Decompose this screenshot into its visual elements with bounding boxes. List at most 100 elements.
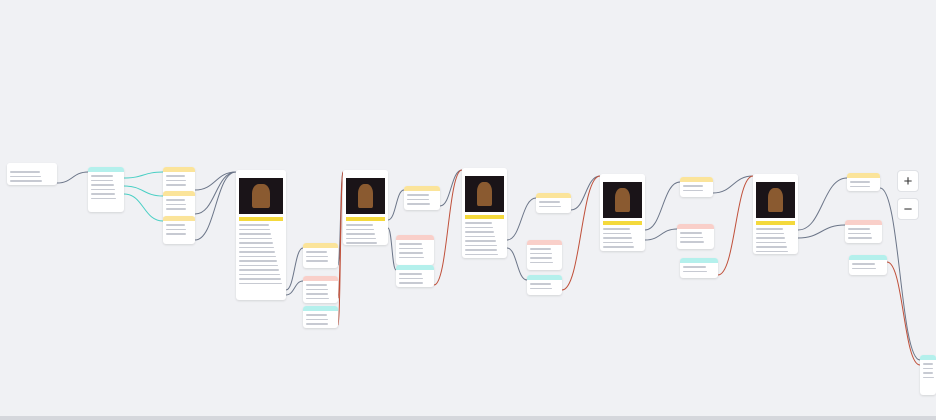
node-text-line xyxy=(399,252,424,254)
node-text-line xyxy=(239,273,280,275)
condition-node[interactable] xyxy=(680,177,713,197)
menu-node[interactable] xyxy=(849,255,887,275)
node-text-line xyxy=(166,228,186,230)
node-text-line xyxy=(239,260,277,262)
node-text-line xyxy=(91,193,116,195)
message-card[interactable] xyxy=(462,168,507,258)
node-header xyxy=(303,306,338,311)
menu-node[interactable] xyxy=(88,167,124,212)
node-text-line xyxy=(465,222,492,224)
connection-line xyxy=(561,175,601,291)
node-text-line xyxy=(306,255,328,257)
node-text-line xyxy=(683,270,707,272)
node-text-line xyxy=(756,250,788,252)
condition-node[interactable] xyxy=(163,191,195,219)
node-text-line xyxy=(346,224,373,226)
node-text-line xyxy=(10,180,42,182)
menu-node[interactable] xyxy=(303,306,338,328)
menu-node[interactable] xyxy=(396,265,434,287)
zoom-in-button[interactable]: + xyxy=(897,170,919,192)
connection-line xyxy=(285,280,304,296)
node-header xyxy=(849,255,887,260)
message-card[interactable] xyxy=(600,174,645,251)
node-text-line xyxy=(530,261,554,263)
message-card[interactable] xyxy=(343,170,388,245)
node-text-line xyxy=(603,228,630,230)
fallback-node[interactable] xyxy=(845,220,882,243)
node-text-line xyxy=(407,194,429,196)
node-text-line xyxy=(756,232,784,234)
condition-node[interactable] xyxy=(163,167,195,195)
node-header xyxy=(396,235,434,240)
node-header xyxy=(404,186,440,191)
condition-node[interactable] xyxy=(163,216,195,244)
connection-line xyxy=(123,193,164,222)
node-text-line xyxy=(306,318,328,320)
fallback-node[interactable] xyxy=(396,235,434,265)
menu-node[interactable] xyxy=(527,275,562,295)
node-text-line xyxy=(10,175,41,177)
node-text-line xyxy=(465,253,499,255)
node-text-line xyxy=(239,255,276,257)
node-text-line xyxy=(239,242,273,244)
node-text-line xyxy=(166,199,186,201)
condition-node[interactable] xyxy=(404,186,440,210)
node-header xyxy=(680,258,718,263)
node-header xyxy=(163,216,195,221)
menu-node[interactable] xyxy=(680,258,718,278)
image-banner xyxy=(465,215,504,219)
node-text-line xyxy=(306,251,327,253)
fallback-node[interactable] xyxy=(527,240,562,270)
node-text-line xyxy=(530,283,551,285)
node-text-line xyxy=(306,288,328,290)
start-node[interactable] xyxy=(7,163,57,185)
condition-node[interactable] xyxy=(303,243,338,268)
node-text-line xyxy=(850,181,870,183)
node-image xyxy=(603,182,642,218)
fallback-node[interactable] xyxy=(303,276,338,303)
node-header xyxy=(303,243,338,248)
node-text-line xyxy=(166,175,186,177)
node-text-line xyxy=(306,260,329,262)
node-text-line xyxy=(465,240,496,242)
connection-line xyxy=(506,197,537,241)
node-text-line xyxy=(530,257,553,259)
message-card[interactable] xyxy=(236,170,286,300)
node-header xyxy=(847,173,880,178)
connection-line xyxy=(123,171,164,179)
image-banner xyxy=(346,217,385,221)
node-text-line xyxy=(923,367,933,369)
connection-line xyxy=(797,224,846,239)
node-text-line xyxy=(530,287,552,289)
node-header xyxy=(7,163,57,168)
node-text-line xyxy=(239,278,281,280)
condition-node[interactable] xyxy=(536,193,571,213)
node-image xyxy=(756,182,795,218)
zoom-out-button[interactable]: − xyxy=(897,198,919,220)
node-text-line xyxy=(407,203,431,205)
node-text-line xyxy=(239,251,275,253)
message-card[interactable] xyxy=(753,174,798,254)
node-text-line xyxy=(166,203,186,205)
node-text-line xyxy=(346,228,374,230)
node-text-line xyxy=(530,248,551,250)
node-text-line xyxy=(848,237,872,239)
condition-node[interactable] xyxy=(847,173,880,191)
end-node[interactable] xyxy=(920,355,936,395)
node-text-line xyxy=(680,241,704,243)
node-text-line xyxy=(399,247,423,249)
node-text-line xyxy=(91,184,115,186)
node-header xyxy=(677,224,714,229)
node-text-line xyxy=(756,237,785,239)
node-header xyxy=(163,167,195,172)
fallback-node[interactable] xyxy=(677,224,714,249)
connection-line xyxy=(56,171,89,184)
node-text-line xyxy=(166,224,186,226)
node-text-line xyxy=(239,246,274,248)
connection-line xyxy=(886,261,921,366)
node-text-line xyxy=(465,226,493,228)
connection-line xyxy=(337,171,344,326)
node-text-line xyxy=(399,282,424,284)
